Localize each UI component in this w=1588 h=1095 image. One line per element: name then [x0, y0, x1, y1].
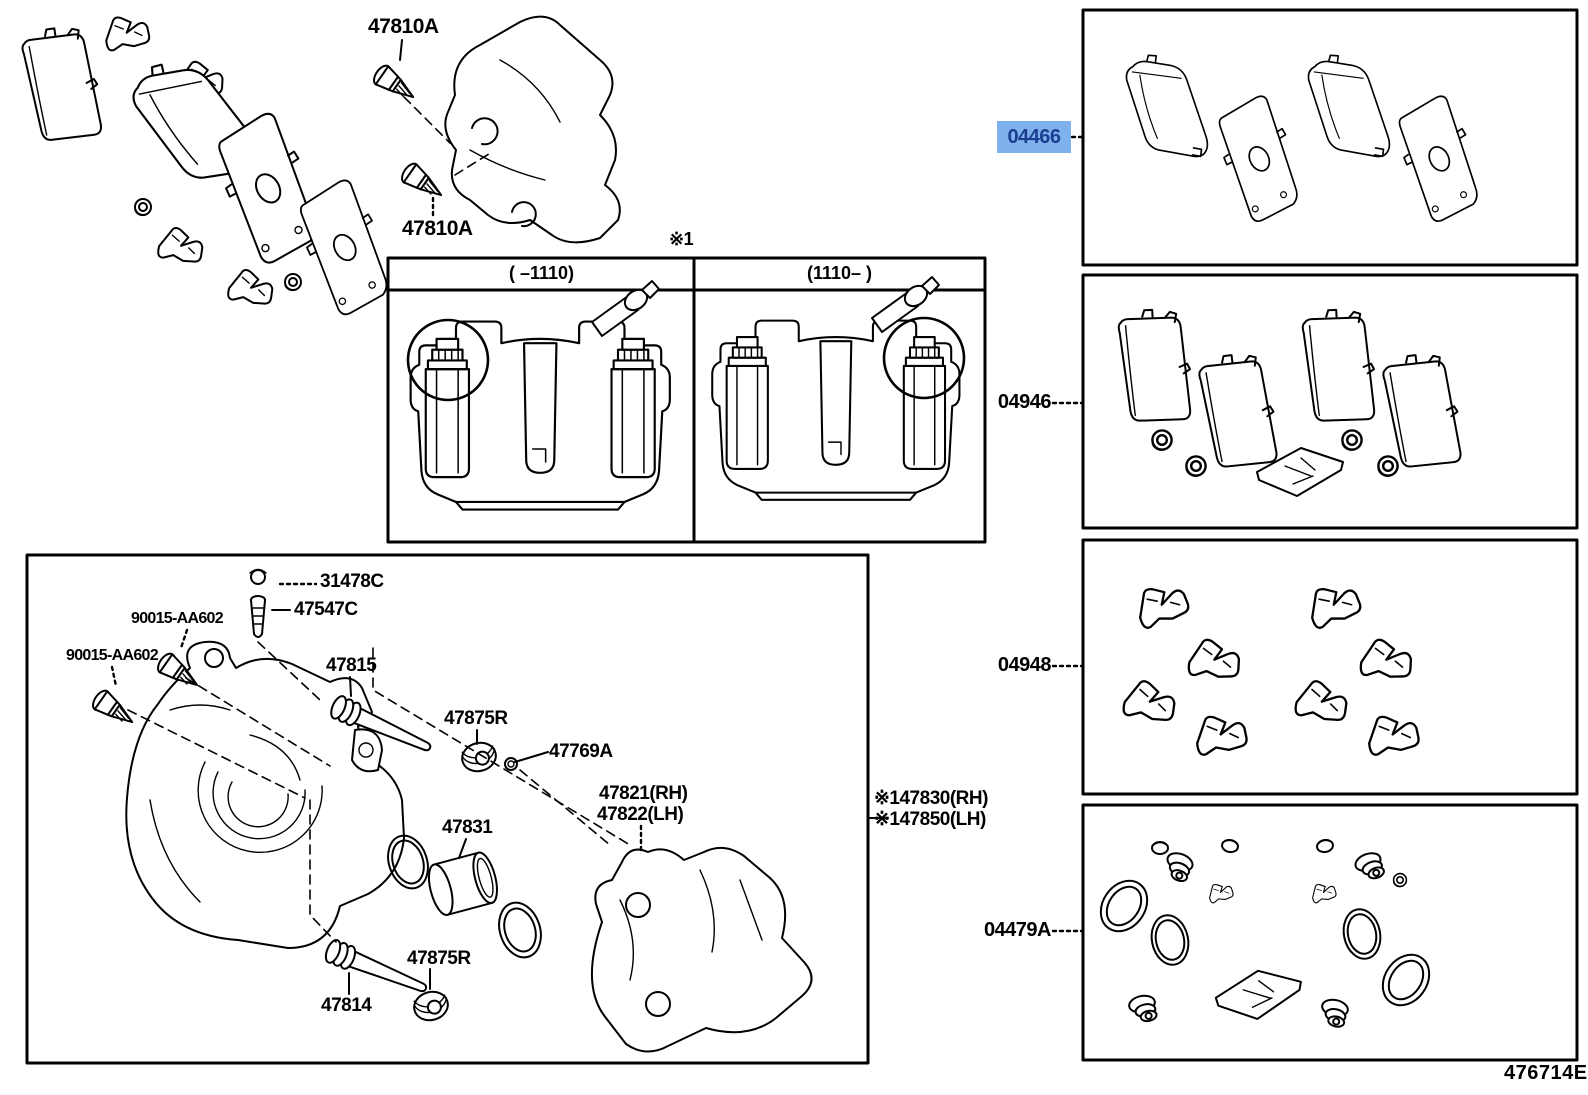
assembly-note-lh[interactable]: ※147850(LH): [874, 809, 986, 830]
part-label-47810A-bottom[interactable]: 47810A: [402, 217, 473, 240]
torque-plate-drawing: [369, 15, 621, 244]
part-label-47547C[interactable]: 47547C: [294, 599, 358, 620]
variant-panel-graphics: [386, 256, 987, 544]
part-label-04946[interactable]: 04946: [997, 391, 1052, 413]
clip-kit-drawing: [1120, 579, 1421, 757]
part-label-47822-LH[interactable]: 47822(LH): [597, 804, 684, 825]
bushing-upper-drawing: [457, 738, 501, 776]
figure-code: 476714E: [1504, 1062, 1588, 1084]
part-label-04948[interactable]: 04948: [997, 654, 1052, 676]
shim-kit-drawing: [1112, 303, 1471, 497]
brake-pads-exploded-drawing: [15, 13, 399, 321]
part-label-47831[interactable]: 47831: [442, 817, 493, 838]
part-label-31478C[interactable]: 31478C: [320, 571, 384, 592]
part-label-04479A[interactable]: 04479A: [983, 919, 1052, 941]
kit-box-04946: [1081, 273, 1579, 530]
part-label-47814[interactable]: 47814: [321, 995, 372, 1016]
piston-boot-drawing: [498, 901, 542, 959]
kit-box-04948: [1081, 538, 1579, 796]
bleeder-cap-drawing: [249, 568, 267, 585]
part-label-47821-RH[interactable]: 47821(RH): [599, 783, 688, 804]
piston-seal-drawing: [387, 834, 429, 890]
part-label-47769A[interactable]: 47769A: [549, 741, 613, 762]
piston-drawing: [427, 851, 498, 916]
pin-ring-drawing: [504, 757, 518, 771]
kit-box-04479A: [1081, 803, 1579, 1062]
part-label-90015-AA602-upper[interactable]: 90015-AA602: [131, 610, 224, 627]
pad-kit-drawing: [1121, 45, 1488, 227]
bleeder-screw-drawing: [250, 595, 266, 638]
variant-header-late: (1110– ): [806, 263, 873, 283]
part-label-04466[interactable]: 04466: [997, 121, 1071, 153]
caliper-late-drawing: [711, 319, 961, 501]
assembly-note-rh[interactable]: ※147830(RH): [874, 788, 988, 809]
part-label-90015-AA602-lower[interactable]: 90015-AA602: [66, 647, 159, 664]
part-label-47875R-lower[interactable]: 47875R: [407, 948, 471, 969]
caliper-exploded-panel-graphics: [25, 553, 870, 1065]
caliper-early-drawing: [409, 320, 671, 511]
part-label-47875R-upper[interactable]: 47875R: [444, 708, 508, 729]
caliper-bolt-lower-drawing: [88, 686, 140, 733]
seal-kit-drawing: [1090, 837, 1440, 1030]
part-label-47815[interactable]: 47815: [326, 655, 377, 676]
kit-boxes: [1051, 8, 1579, 1062]
ref-mark-1: ※1: [669, 229, 694, 249]
bushing-lower-drawing: [409, 987, 453, 1025]
caliper-bracket-drawing: [590, 846, 813, 1053]
part-label-47810A-top[interactable]: 47810A: [368, 15, 439, 38]
caliper-body-drawing: [125, 640, 405, 949]
variant-header-early: ( –1110): [508, 263, 575, 283]
